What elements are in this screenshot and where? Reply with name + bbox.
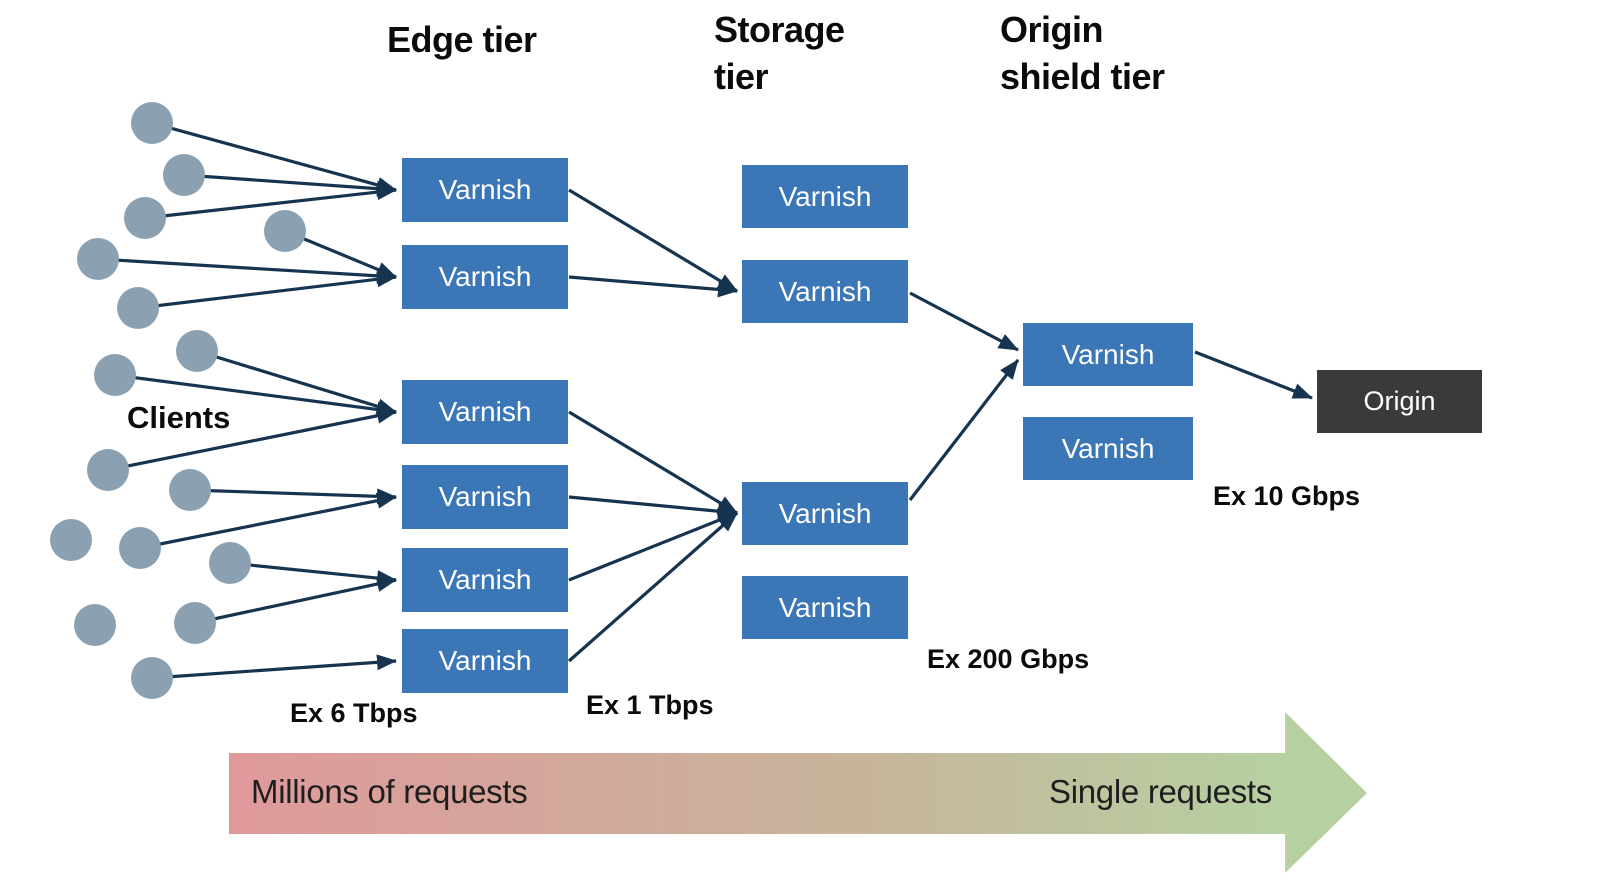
label-ex-1-tbps: Ex 1 Tbps (586, 690, 714, 720)
client-node (119, 527, 161, 569)
connector-arrow (144, 184, 397, 220)
varnish-box-edge-6: Varnish (402, 629, 568, 693)
connector-arrow (194, 576, 397, 625)
connector-arrow (151, 121, 397, 193)
client-node (264, 210, 306, 252)
connector-arrow (137, 271, 397, 310)
connector-arrow (1194, 350, 1313, 400)
client-node (117, 287, 159, 329)
connector-arrow (107, 407, 397, 472)
connector-arrow (568, 275, 738, 298)
varnish-box-edge-4: Varnish (402, 465, 568, 529)
connector-arrow (909, 291, 1019, 352)
flow-label-single: Single requests (1049, 773, 1272, 810)
clients-label: Clients (127, 400, 231, 435)
client-node (124, 197, 166, 239)
client-node (169, 469, 211, 511)
origin-box: Origin (1317, 370, 1482, 433)
tier-title-origin-shield: Origin shield tier (1000, 9, 1165, 97)
varnish-box-storage-4: Varnish (742, 576, 908, 639)
client-node (163, 154, 205, 196)
tier-title-storage: Storage tier (714, 9, 845, 97)
client-node (209, 542, 251, 584)
client-node (131, 102, 173, 144)
connector-arrow (151, 654, 397, 680)
connector-arrow (183, 173, 397, 197)
client-node (74, 604, 116, 646)
flow-label-millions: Millions of requests (251, 773, 528, 810)
connector-arrow (189, 488, 397, 505)
client-node (131, 657, 173, 699)
client-node (94, 354, 136, 396)
varnish-box-storage-3: Varnish (742, 482, 908, 545)
connector-arrow (568, 188, 738, 293)
connector-arrow (568, 495, 738, 520)
client-node (174, 602, 216, 644)
connector-arrow (139, 492, 397, 550)
varnish-box-storage-2: Varnish (742, 260, 908, 323)
label-ex-200-gbps: Ex 200 Gbps (927, 644, 1090, 674)
varnish-box-edge-5: Varnish (402, 548, 568, 612)
varnish-box-edge-1: Varnish (402, 158, 568, 222)
connector-arrow (568, 511, 738, 582)
connector-arrow (97, 257, 397, 284)
connector-arrow (908, 359, 1020, 501)
connector-arrow (114, 373, 397, 418)
varnish-box-shield-1: Varnish (1023, 323, 1193, 386)
client-node (50, 519, 92, 561)
connector-arrow (196, 349, 397, 415)
connector-arrow (567, 511, 739, 663)
label-ex-10-gbps: Ex 10 Gbps (1213, 481, 1361, 511)
varnish-box-edge-3: Varnish (402, 380, 568, 444)
connector-arrow (229, 561, 397, 587)
tier-title-edge: Edge tier (387, 19, 537, 60)
label-ex-6-tbps: Ex 6 Tbps (290, 698, 418, 728)
connector-arrow (568, 410, 738, 515)
client-node (176, 330, 218, 372)
varnish-box-storage-1: Varnish (742, 165, 908, 228)
varnish-box-edge-2: Varnish (402, 245, 568, 309)
client-node (87, 449, 129, 491)
varnish-box-shield-2: Varnish (1023, 417, 1193, 480)
client-node (77, 238, 119, 280)
